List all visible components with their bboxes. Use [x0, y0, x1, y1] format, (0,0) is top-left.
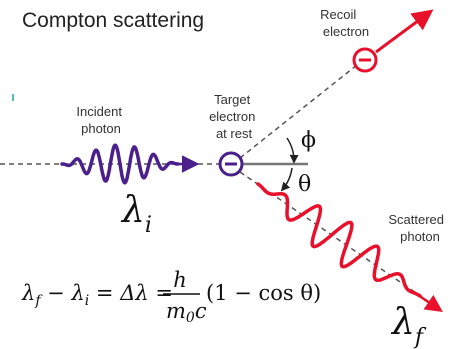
diagram-title: Compton scattering [22, 9, 204, 32]
recoil-electron-arrow [375, 9, 434, 54]
incident-photon-label: Incident photon [76, 104, 125, 136]
incident-photon-wave [60, 143, 180, 185]
scattered-photon-arrow [417, 293, 443, 312]
scattered-photon-wave [256, 182, 422, 298]
target-electron-label: Target electron at rest [209, 92, 259, 141]
equation-lhs: λf − λi = Δλ = [21, 281, 173, 309]
phi-angle-arc [286, 137, 299, 164]
scattered-photon-label: Scattered photon [388, 212, 447, 244]
lambda-final-symbol: λf [390, 302, 427, 349]
theta-angle-arc [280, 167, 293, 192]
equation-denominator: m0c [166, 299, 207, 326]
recoil-path-dashed [239, 64, 358, 159]
theta-label: θ [298, 172, 311, 197]
lambda-initial-symbol: λi [120, 190, 152, 238]
equation-tail: (1 − cos θ) [206, 281, 321, 305]
equation-numerator: h [173, 268, 187, 292]
phi-label: ϕ [301, 128, 316, 153]
recoil-electron-label: Recoil electron [320, 7, 369, 39]
